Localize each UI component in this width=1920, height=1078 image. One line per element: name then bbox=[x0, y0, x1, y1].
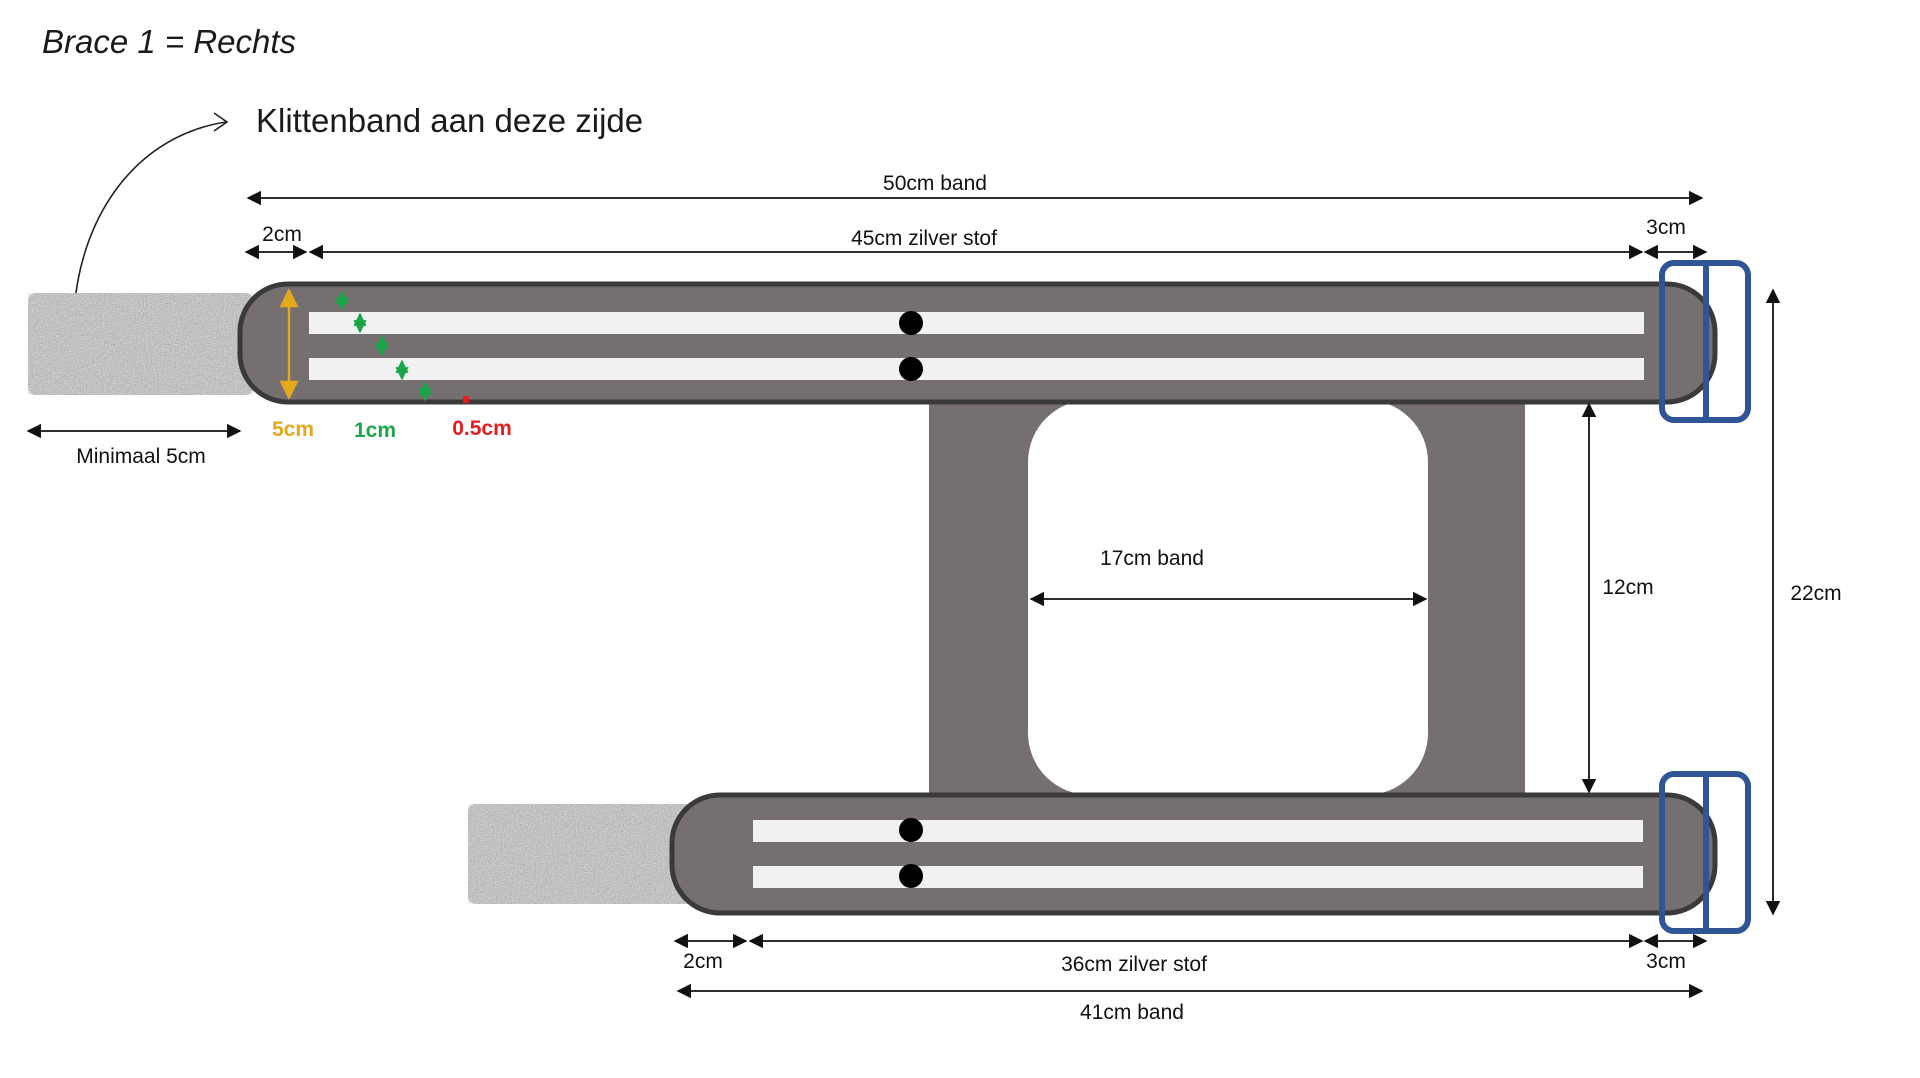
strap-width-label: 5cm bbox=[272, 418, 314, 441]
connector-right bbox=[1425, 395, 1525, 795]
diagram-title: Brace 1 = Rechts bbox=[42, 23, 296, 60]
bottom-strap bbox=[669, 792, 1718, 916]
top-stripe-1 bbox=[309, 312, 1644, 334]
bottom-fabric-label: 36cm zilver stof bbox=[1061, 953, 1207, 976]
velcro-pointer-arrowhead bbox=[213, 112, 229, 132]
bottom-left-gap-label: 2cm bbox=[683, 950, 723, 973]
top-strap bbox=[237, 281, 1718, 405]
top-rivet-1 bbox=[899, 311, 923, 335]
stripe-gap-label: 1cm bbox=[354, 419, 396, 442]
velcro-min-label: Minimaal 5cm bbox=[76, 445, 206, 468]
stripe-gap-arrows bbox=[335, 290, 432, 402]
bottom-stripe-1 bbox=[753, 820, 1643, 842]
bottom-buckle bbox=[1659, 771, 1751, 934]
top-stripe-2 bbox=[309, 358, 1644, 380]
top-rivet-2 bbox=[899, 357, 923, 381]
middle-opening bbox=[1028, 400, 1428, 795]
bottom-right-gap-label: 3cm bbox=[1646, 950, 1686, 973]
edge-gap-label: 0.5cm bbox=[452, 417, 512, 440]
velcro-top bbox=[28, 293, 253, 395]
top-buckle bbox=[1659, 260, 1751, 423]
velcro-pointer-arrow bbox=[73, 121, 227, 311]
top-fabric-label: 45cm zilver stof bbox=[851, 227, 997, 250]
inner-height-label: 12cm bbox=[1602, 576, 1653, 599]
total-height-label: 22cm bbox=[1790, 582, 1841, 605]
bottom-rivet-2 bbox=[899, 864, 923, 888]
velcro-note: Klittenband aan deze zijde bbox=[256, 102, 643, 139]
top-right-gap-label: 3cm bbox=[1646, 216, 1686, 239]
top-band-label: 50cm band bbox=[883, 172, 987, 195]
top-left-gap-label: 2cm bbox=[262, 223, 302, 246]
bottom-stripe-2 bbox=[753, 866, 1643, 888]
bottom-band-label: 41cm band bbox=[1080, 1001, 1184, 1024]
middle-band-label: 17cm band bbox=[1100, 547, 1204, 570]
connector-left bbox=[929, 395, 1031, 795]
bottom-rivet-1 bbox=[899, 818, 923, 842]
edge-gap-marker bbox=[463, 396, 469, 403]
velcro-bottom bbox=[468, 804, 693, 904]
